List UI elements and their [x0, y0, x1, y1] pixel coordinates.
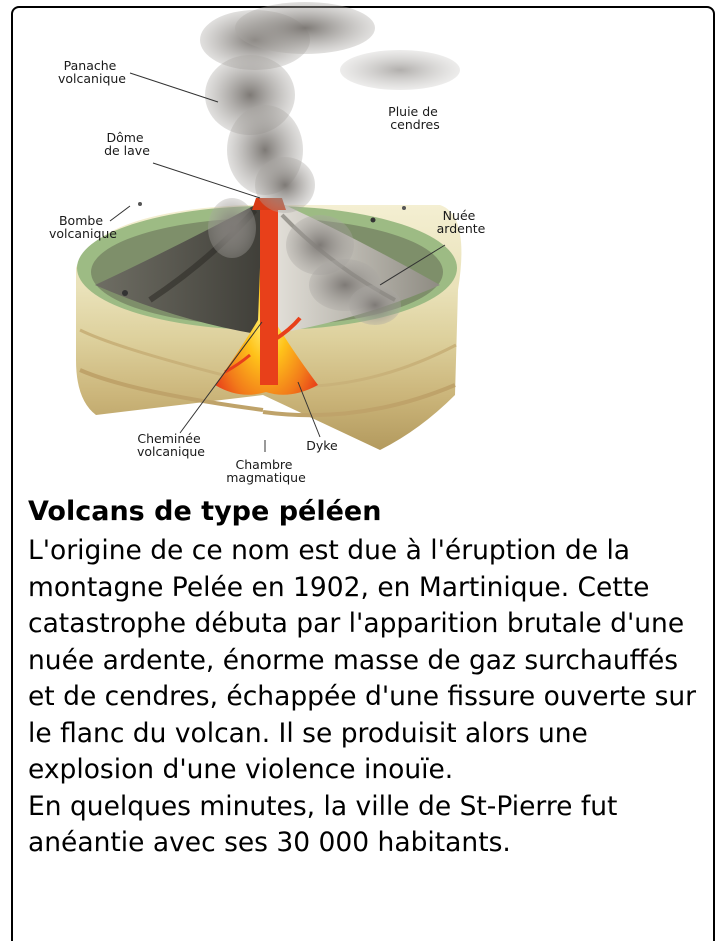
label-dome: Dôme de lave [104, 130, 150, 158]
label-nuee: Nuée ardente [437, 208, 486, 236]
article-title: Volcans de type péléen [28, 496, 381, 527]
label-dyke: Dyke [306, 438, 338, 453]
label-chambre: Chambre magmatique [226, 457, 306, 485]
volcano-diagram: Panache volcanique Pluie de cendres Dôme… [0, 0, 725, 500]
label-bombe: Bombe volcanique [49, 213, 117, 241]
label-panache: Panache volcanique [58, 58, 126, 86]
label-pluie: Pluie de cendres [388, 104, 442, 132]
article-body: L'origine de ce nom est due à l'éruption… [28, 533, 708, 862]
article-paragraph-2: En quelques minutes, la ville de St-Pier… [28, 789, 708, 862]
article-paragraph-1: L'origine de ce nom est due à l'éruption… [28, 533, 708, 789]
label-cheminee: Cheminée volcanique [137, 431, 205, 459]
